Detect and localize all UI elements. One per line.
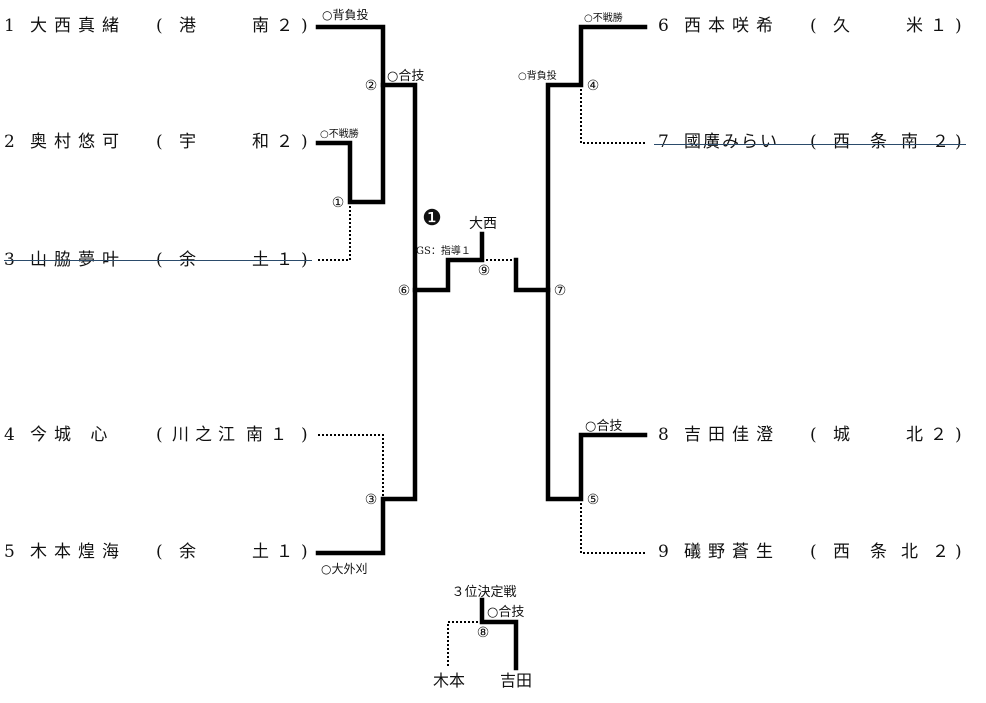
team-name: 川之江 — [172, 425, 241, 445]
seed: 6 — [658, 16, 669, 36]
loser-path-9 — [580, 499, 645, 554]
grade: 条南２ — [870, 132, 963, 152]
paren-close: ) — [301, 16, 308, 36]
entry-right-8: 8 吉田佳澄 ( 城 北２ ) — [658, 423, 968, 447]
team-name: 西 — [833, 542, 850, 562]
final-gs-label: GS：指導１ — [416, 244, 471, 257]
paren-open: ( — [810, 132, 817, 152]
result-label: ○合技 — [487, 605, 524, 620]
team-name: 久 — [833, 16, 850, 36]
winner-path-6 — [513, 24, 648, 293]
grade: 南１ — [246, 425, 294, 445]
paren-open: ( — [156, 425, 163, 445]
player-name: 礒野蒼生 — [684, 542, 780, 562]
third-place-loser-path — [447, 621, 482, 668]
paren-open: ( — [156, 16, 163, 36]
entry-right-6: 6 西本咲希 ( 久 米１ ) — [658, 14, 968, 38]
seed: 5 — [4, 542, 15, 562]
entry-left-5: 5 木本煌海 ( 余 土１ ) — [4, 540, 308, 564]
third-place-right-name: 吉田 — [500, 671, 532, 690]
winner-path-8 — [545, 287, 648, 502]
paren-open: ( — [810, 425, 817, 445]
match-number-4: ④ — [587, 78, 600, 94]
player-name: 奥村悠可 — [30, 132, 126, 152]
paren-close: ) — [955, 425, 962, 445]
match-number-8: ⑧ — [477, 625, 490, 641]
result-label: ○合技 — [585, 419, 622, 434]
loser-path-3 — [318, 202, 351, 261]
match-number-6: ⑥ — [398, 283, 411, 299]
grade: 南２ — [252, 16, 300, 36]
withdrawn-strike-line — [654, 144, 966, 145]
paren-close: ) — [301, 425, 308, 445]
match-number-3: ③ — [365, 492, 378, 508]
player-name: 大西真緒 — [30, 16, 126, 36]
entry-right-9: 9 礒野蒼生 ( 西 条北２ ) — [658, 540, 968, 564]
winner-path-2 — [315, 82, 386, 205]
player-name: 今城 心 — [30, 425, 115, 445]
paren-close: ) — [955, 16, 962, 36]
player-name: 國廣みらい — [684, 132, 779, 152]
champion-mark: ❶ — [422, 206, 442, 231]
result-label: ○不戦勝 — [584, 11, 623, 24]
champion-name: 大西 — [469, 216, 497, 232]
third-place-title: ３位決定戦 — [451, 585, 516, 600]
paren-open: ( — [156, 542, 163, 562]
grade: 条北２ — [870, 542, 963, 562]
result-label: ○背負投 — [322, 7, 368, 22]
seed: 1 — [4, 16, 15, 36]
paren-close: ) — [955, 542, 962, 562]
paren-close: ) — [301, 132, 308, 152]
loser-path-4 — [318, 434, 384, 499]
entry-left-1: 1 大西真緒 ( 港 南２ ) — [4, 14, 308, 38]
entry-left-2: 2 奥村悠可 ( 宇 和２ ) — [4, 130, 308, 154]
seed: 7 — [658, 132, 669, 152]
seed: 9 — [658, 542, 669, 562]
grade: 土１ — [252, 542, 300, 562]
seed: 8 — [658, 425, 669, 445]
winner-path-5 — [315, 287, 418, 556]
loser-path-7 — [580, 85, 645, 144]
grade: 米１ — [906, 16, 954, 36]
match-number-9: ⑨ — [478, 263, 491, 279]
withdrawn-strike-line — [4, 260, 312, 261]
result-label: ○背負投 — [518, 69, 557, 82]
paren-open: ( — [810, 16, 817, 36]
match-number-7: ⑦ — [554, 283, 567, 299]
seed: 4 — [4, 425, 15, 445]
grade: 和２ — [252, 132, 300, 152]
paren-close: ) — [955, 132, 962, 152]
player-name: 吉田佳澄 — [684, 425, 780, 445]
entry-left-4: 4 今城 心 ( 川之江 南１ ) — [4, 423, 308, 447]
match-number-2: ② — [365, 78, 378, 94]
match-number-5: ⑤ — [587, 492, 600, 508]
match-number-1: ① — [332, 195, 345, 211]
player-name: 木本煌海 — [30, 542, 126, 562]
team-name: 城 — [833, 425, 850, 445]
third-place-left-name: 木本 — [433, 671, 465, 690]
grade: 北２ — [906, 425, 954, 445]
paren-open: ( — [810, 542, 817, 562]
seed: 2 — [4, 132, 15, 152]
entry-right-7: 7 國廣みらい ( 西 条南２ ) — [658, 130, 968, 154]
result-label: ○不戦勝 — [320, 127, 359, 140]
result-label: ○合技 — [387, 69, 424, 84]
player-name: 西本咲希 — [684, 16, 780, 36]
result-label: ○大外刈 — [321, 562, 367, 576]
team-name: 余 — [179, 542, 196, 562]
team-name: 宇 — [179, 132, 196, 152]
paren-open: ( — [156, 132, 163, 152]
paren-close: ) — [301, 542, 308, 562]
team-name: 西 — [833, 132, 850, 152]
team-name: 港 — [179, 16, 196, 36]
third-place-winner-path — [479, 597, 519, 671]
